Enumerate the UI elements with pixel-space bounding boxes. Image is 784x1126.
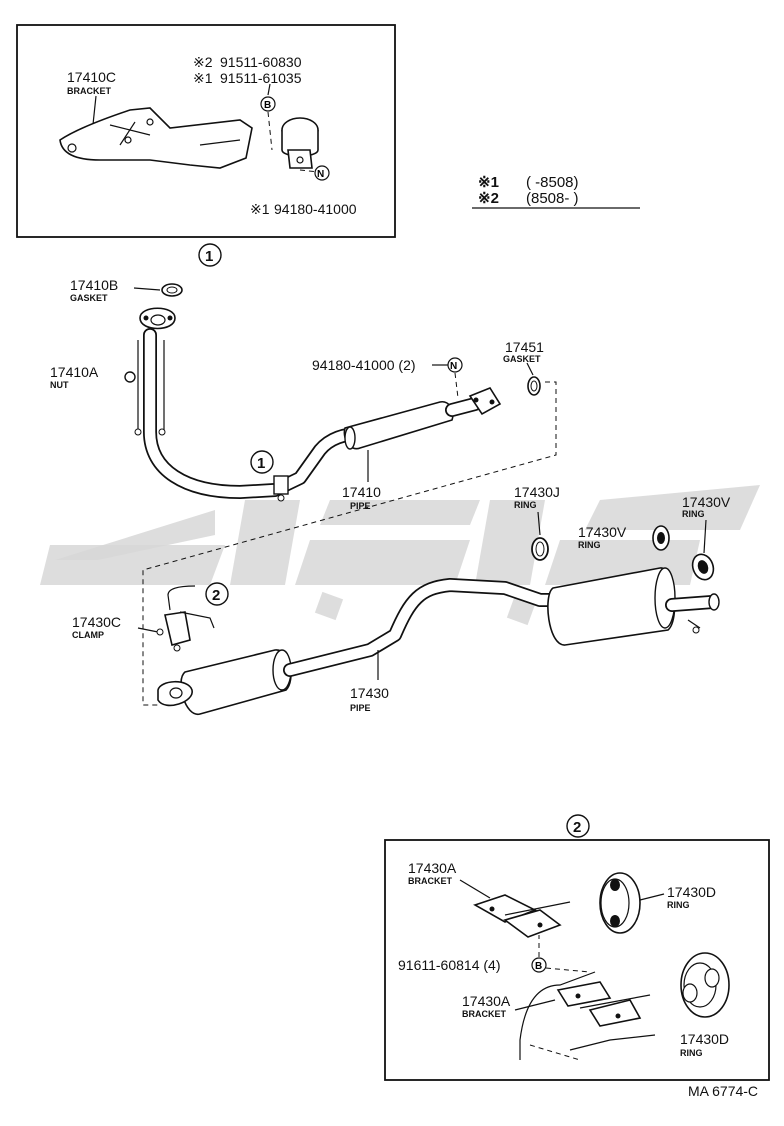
pipe-clamp-1	[273, 475, 289, 495]
bracket-17430a-2-label: BRACKET	[462, 1009, 507, 1019]
watermark-logo	[40, 485, 760, 626]
nut-94180-code: 94180-41000	[274, 201, 357, 217]
ring-17430v-1-label: RING	[578, 540, 601, 550]
ref-b-inset2-text: B	[535, 961, 542, 972]
bolt-91511-61035-mark: ※1	[193, 70, 213, 86]
bracket-17430a-1-code: 17430A	[408, 860, 457, 876]
center-muffler	[180, 649, 292, 715]
callout-2-text: 2	[573, 819, 581, 836]
ring-17430j-code: 17430J	[514, 484, 560, 500]
bolt-91611-code: 91611-60814 (4)	[398, 957, 500, 973]
clamp-17430c	[156, 585, 215, 652]
inset-1: 17410C BRACKET ※2 91511-60830 ※1 91511-6…	[16, 24, 396, 267]
bracket-17430a-1	[473, 894, 571, 938]
nut-17410a	[124, 371, 136, 383]
ref-b-text: B	[264, 100, 271, 111]
pipe-17430-label: PIPE	[350, 703, 371, 713]
gasket-17410b-code: 17410B	[70, 277, 118, 293]
bracket-17410c-label: BRACKET	[67, 86, 112, 96]
pipe-17430-code: 17430	[350, 685, 389, 701]
ref-n-main-text: N	[450, 361, 457, 372]
ring-17430v-2	[691, 553, 715, 581]
rear-pipe-group: 17430J RING 17430V RING 17430V RING 1743…	[72, 484, 731, 715]
legend-row1-mark: ※1	[478, 174, 499, 191]
callout-2-main-text: 2	[212, 587, 220, 604]
bracket-17430a-2	[519, 971, 656, 1061]
ref-circle-b-inset2	[531, 957, 547, 973]
leader-gasket-b	[133, 287, 161, 291]
ring-17430d-1-label: RING	[667, 900, 690, 910]
gasket-17451-label: GASKET	[503, 354, 541, 364]
inset-1-frame	[16, 24, 396, 238]
ref-circle-b	[260, 96, 276, 112]
ring-17430v-2-code: 17430V	[682, 494, 731, 510]
nut-94180-main-code: 94180-41000 (2)	[312, 357, 416, 373]
inset-2: 2 17430A BRACKET 91611-60814 (4) B 17430…	[384, 814, 770, 1081]
nut-17410a-label: NUT	[50, 380, 69, 390]
nut-17410a-code: 17410A	[50, 364, 99, 380]
ring-17430j-label: RING	[514, 500, 537, 510]
serial-legend: ※1 ( -8508) ※2 (8508- )	[472, 174, 640, 209]
clamp-17430c-label: CLAMP	[72, 630, 104, 640]
callout-1-text: 1	[205, 248, 213, 265]
gasket-17410b-label: GASKET	[70, 293, 108, 303]
legend-row1-range: ( -8508)	[526, 174, 579, 191]
clamp-17430c-code: 17430C	[72, 614, 121, 630]
front-pipe-group: 17410B GASKET 17410A NUT 1	[50, 277, 544, 511]
rear-flange-17410	[468, 387, 502, 416]
bracket-17410c	[59, 107, 253, 169]
tailpipe-end	[708, 593, 720, 611]
front-flange-17430	[157, 680, 193, 707]
pipe-17410-label: PIPE	[350, 501, 371, 511]
ring-17430d-2	[680, 952, 730, 1018]
bracket-17430a-1-label: BRACKET	[408, 876, 453, 886]
ref-n-text: N	[317, 169, 324, 180]
clamp-inset-1	[281, 117, 319, 169]
front-muffler	[343, 401, 454, 450]
ring-17430d-1-code: 17430D	[667, 884, 716, 900]
gasket-17451-code: 17451	[505, 339, 544, 355]
ring-17430v-1-code: 17430V	[578, 524, 627, 540]
leader-bolt	[267, 83, 271, 96]
bolt-91511-61035-code: 91511-61035	[220, 70, 302, 86]
bracket-17430a-2-code: 17430A	[462, 993, 511, 1009]
front-pipe-flange	[139, 307, 176, 330]
nut-94180-mark: ※1	[250, 201, 270, 217]
callout-2-circle	[566, 814, 590, 838]
nut-axis	[299, 169, 319, 173]
bracket-17410c-code: 17410C	[67, 69, 116, 85]
legend-row2-range: (8508- )	[526, 190, 579, 207]
bolt-91511-60830-mark: ※2	[193, 54, 213, 70]
ring-17430d-1	[599, 872, 641, 934]
ref-circle-n-main	[447, 357, 463, 373]
ring-17430v-2-label: RING	[682, 509, 705, 519]
ref-circle-n	[314, 165, 330, 181]
callout-1-main-circle	[250, 450, 274, 474]
bolt-91511-60830-code: 91511-60830	[220, 54, 302, 70]
diagram-reference-code: MA 6774-C	[688, 1083, 758, 1099]
ring-17430d-2-label: RING	[680, 1048, 703, 1058]
legend-row2-mark: ※2	[478, 190, 499, 207]
callout-1-main-text: 1	[257, 455, 265, 472]
bolt-axis	[267, 111, 273, 151]
callout-2-main-circle	[205, 582, 229, 606]
ring-17430v-1	[652, 525, 670, 551]
pipe-17410-code: 17410	[342, 484, 381, 500]
assembly-dashed-line	[142, 381, 557, 706]
callout-1-circle	[198, 243, 222, 267]
ring-17430d-2-code: 17430D	[680, 1031, 729, 1047]
rear-muffler	[547, 567, 676, 646]
inset-2-frame	[384, 839, 770, 1081]
